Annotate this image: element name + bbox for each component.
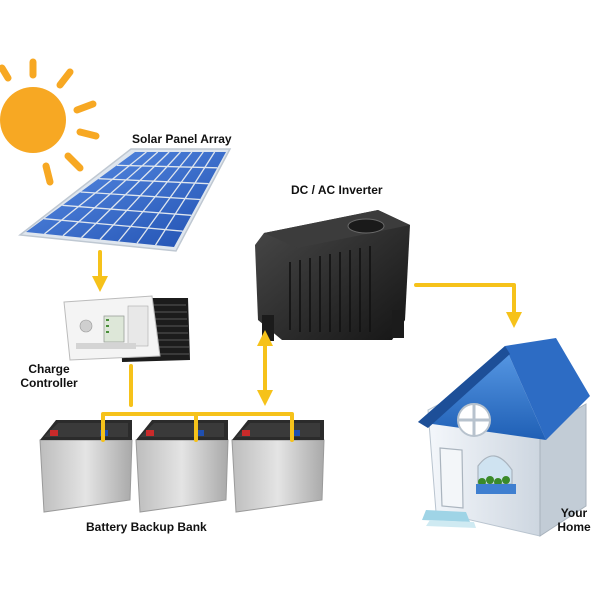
charge-controller-label: Charge Controller (18, 362, 80, 390)
solar-panel-array-label: Solar Panel Array (132, 132, 232, 146)
battery-bank (39, 420, 325, 513)
sun-icon (0, 58, 100, 186)
your-home-label: Your Home (552, 506, 596, 534)
battery-icon (231, 420, 325, 513)
charge-controller-icon (63, 295, 190, 362)
house-icon (418, 338, 590, 537)
battery-icon (135, 420, 229, 513)
solar-panel-icon (18, 148, 232, 252)
inverter-label: DC / AC Inverter (291, 183, 383, 197)
your-home-label-line2: Home (557, 520, 591, 534)
charge-controller-label-line2: Controller (20, 376, 78, 390)
battery-icon (39, 420, 133, 513)
inverter-icon (255, 210, 410, 341)
charge-controller-label-line1: Charge (28, 362, 70, 376)
wiring (92, 250, 522, 442)
your-home-label-line1: Your (560, 506, 588, 520)
battery-backup-bank-label: Battery Backup Bank (86, 520, 207, 534)
